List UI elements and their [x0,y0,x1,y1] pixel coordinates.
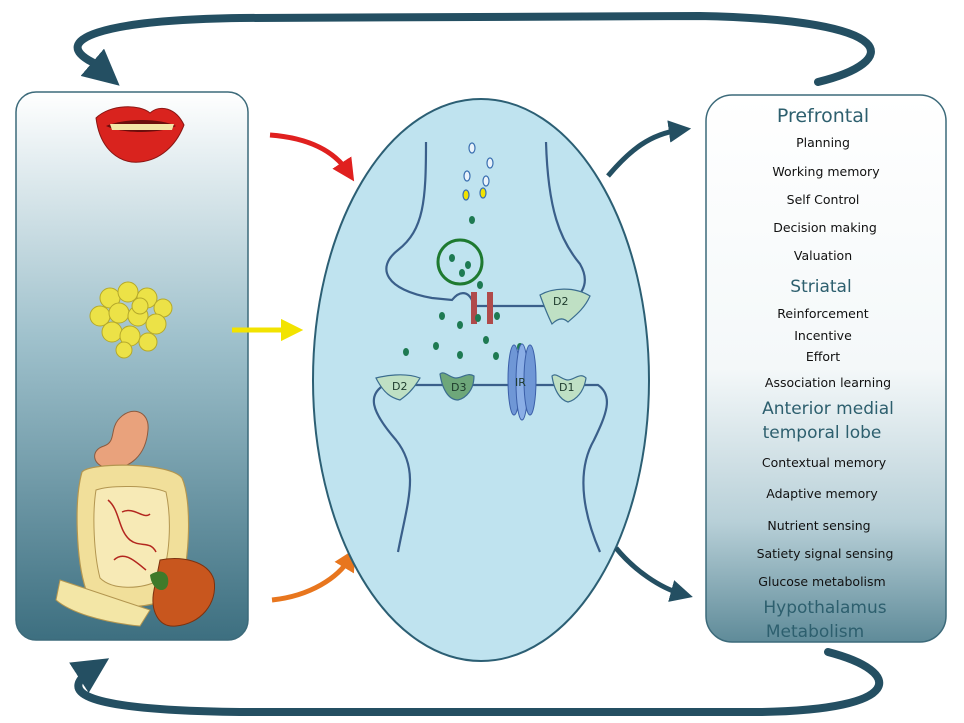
fat-globules-icon [89,281,173,359]
item-self-control: Self Control [787,192,860,207]
item-valuation: Valuation [794,248,852,263]
red-input-arrow [269,132,355,182]
item-reinforcement: Reinforcement [777,306,868,321]
item-planning: Planning [796,135,850,150]
item-glucose-metabolism: Glucose metabolism [758,574,885,589]
transporter-right [487,292,493,324]
item-satiety-signal-sensing: Satiety signal sensing [757,546,894,561]
receptor-d3: D3 [439,372,475,401]
prefrontal-title: Prefrontal [777,105,869,127]
item-adaptive-memory: Adaptive memory [766,486,878,501]
receptor-d2-top-label: D2 [553,295,568,308]
item-decision-making: Decision making [773,220,877,235]
receptor-d2-top: D2 [539,288,591,326]
receptor-d2-bottom: D2 [375,374,421,401]
metabolism-title: Metabolism [766,622,864,642]
vesicle-circle [436,238,484,286]
presynaptic-membrane [385,141,586,308]
receptor-ir: IR [507,343,537,421]
synapse-ellipse [312,98,650,662]
orange-input-arrow [271,548,356,603]
digestive-organs-icon [55,410,216,627]
amtl-title-line-1: Anterior medial [762,399,894,419]
receptor-d1-label: D1 [559,381,574,394]
receptor-ir-label: IR [515,376,526,389]
item-incentive: Incentive [794,328,852,343]
item-working-memory: Working memory [772,164,880,179]
output-arrow-bottom [614,546,693,602]
amtl-title-line-2: temporal lobe [763,423,882,443]
bottom-loop-arrow [69,648,884,716]
hypothalamus-title: Hypothalamus [763,598,886,618]
left-panel [15,91,249,641]
right-panel [705,94,947,643]
transporter-left [471,292,477,324]
striatal-title: Striatal [790,277,851,297]
vesicle-granules [462,142,494,201]
item-effort: Effort [806,349,840,364]
output-arrow-top [606,120,692,178]
receptor-d2-bottom-label: D2 [392,380,407,393]
mouth-icon [95,106,185,163]
item-nutrient-sensing: Nutrient sensing [767,518,870,533]
item-contextual-memory: Contextual memory [762,455,887,470]
postsynaptic-membrane [372,383,608,553]
right-panel-text: Prefrontal Planning Working memory Self … [757,105,894,642]
receptor-d3-label: D3 [451,381,466,394]
top-loop-arrow [73,11,875,86]
receptor-d1: D1 [551,374,587,403]
item-association-learning: Association learning [765,375,891,390]
